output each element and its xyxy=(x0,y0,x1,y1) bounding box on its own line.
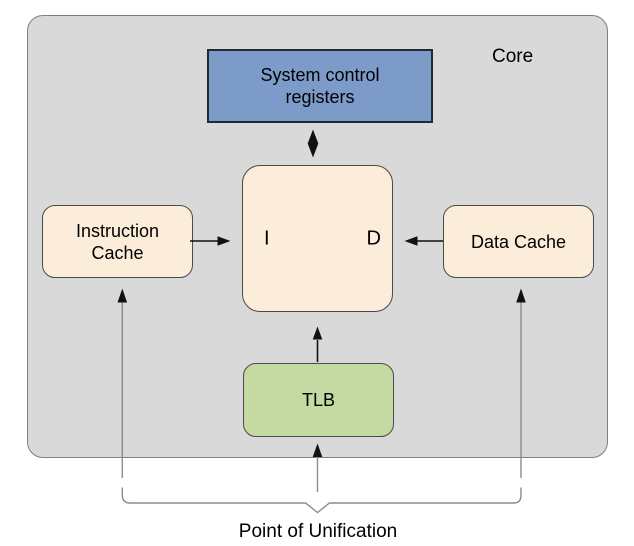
point-of-unification-bracket xyxy=(121,487,522,514)
data-port-label: D xyxy=(366,227,381,249)
system-control-registers-label: System control registers xyxy=(260,65,380,107)
system-control-registers-node: System control registers xyxy=(207,49,433,123)
data-cache-label: Data Cache xyxy=(470,231,567,252)
core-pipeline-node: I D xyxy=(242,165,393,312)
tlb-label: TLB xyxy=(301,389,335,410)
instruction-port-label: I xyxy=(264,227,270,249)
data-cache-node: Data Cache xyxy=(443,205,594,278)
tlb-node: TLB xyxy=(243,363,394,437)
core-container-label: Core xyxy=(492,46,534,67)
point-of-unification-label: Point of Unification xyxy=(238,521,398,542)
instruction-cache-node: Instruction Cache xyxy=(42,205,193,278)
instruction-cache-label: Instruction Cache xyxy=(75,220,160,263)
